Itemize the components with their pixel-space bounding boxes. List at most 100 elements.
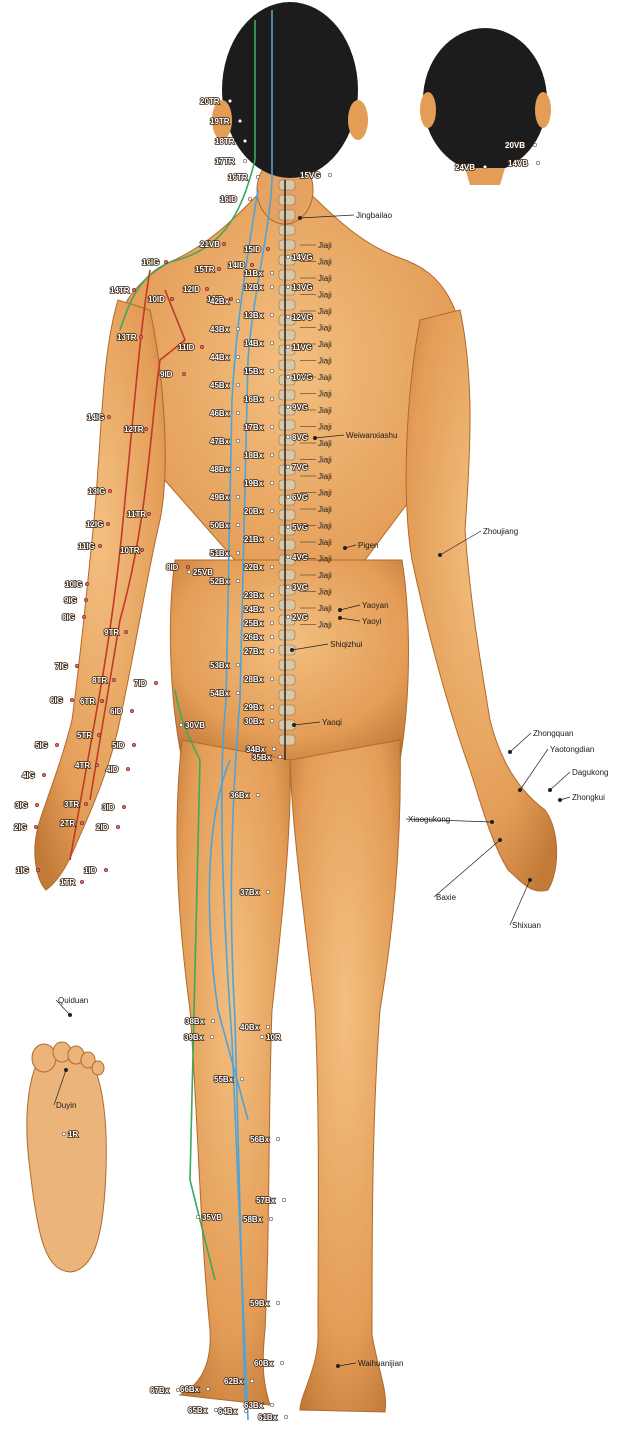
acupoint-dot bbox=[75, 664, 79, 668]
acupoint-dot bbox=[124, 630, 128, 634]
acupoint-dot bbox=[286, 495, 290, 499]
acupoint-dot bbox=[236, 355, 240, 359]
yaoqi-label: Yaoqi bbox=[322, 718, 342, 727]
point-label: 7ID bbox=[134, 679, 147, 688]
acupoint-dot bbox=[236, 299, 240, 303]
point-label: 15VG bbox=[300, 171, 320, 180]
right-ear bbox=[348, 100, 368, 140]
vertebra bbox=[279, 540, 295, 550]
acupoint-dot bbox=[126, 767, 130, 771]
foot-sole-inset bbox=[27, 1042, 106, 1272]
point-label: 14VB bbox=[508, 159, 528, 168]
acupoint-dot bbox=[270, 285, 274, 289]
point-label: 12TR bbox=[124, 425, 144, 434]
leader-dot bbox=[313, 436, 317, 440]
jiaji-label: Jiaji bbox=[318, 340, 332, 349]
vertebra bbox=[279, 450, 295, 460]
point-label: 28Bx bbox=[244, 675, 264, 684]
leader-line bbox=[510, 733, 531, 752]
point-label: 1R bbox=[68, 1130, 78, 1139]
point-label: 2IG bbox=[14, 823, 27, 832]
point-label: 25VB bbox=[193, 568, 213, 577]
acupoint-dot bbox=[272, 747, 276, 751]
acupoint-dot bbox=[210, 1035, 214, 1039]
acupoint-dot bbox=[176, 1388, 180, 1392]
acupoint-dot bbox=[132, 743, 136, 747]
point-label: 3ID bbox=[102, 803, 115, 812]
acupoint-dot bbox=[276, 1301, 280, 1305]
point-label: 11Bx bbox=[244, 269, 263, 278]
acupoint-dot bbox=[270, 1403, 274, 1407]
acupoint-dot bbox=[270, 537, 274, 541]
point-label: 51Bx bbox=[210, 549, 230, 558]
acupoint-dot bbox=[266, 247, 270, 251]
leader-dot bbox=[68, 1013, 72, 1017]
right-leg bbox=[290, 740, 400, 1412]
point-label: 10ID bbox=[148, 295, 165, 304]
acupoint-dot bbox=[286, 585, 290, 589]
acupoint-dot bbox=[108, 489, 112, 493]
leader-dot bbox=[343, 546, 347, 550]
acupoint-dot bbox=[270, 649, 274, 653]
point-label: 12IG bbox=[86, 520, 103, 529]
point-label: 9IG bbox=[64, 596, 77, 605]
point-label: 5IG bbox=[35, 741, 48, 750]
vertebra bbox=[279, 300, 295, 310]
acupoint-dot bbox=[236, 663, 240, 667]
acupoint-dot bbox=[250, 1379, 254, 1383]
leader-line bbox=[520, 749, 548, 790]
vertebra bbox=[279, 195, 295, 205]
point-label: 30VB bbox=[185, 721, 205, 730]
acupoint-dot bbox=[205, 287, 209, 291]
jiaji-label: Jiaji bbox=[318, 472, 332, 481]
yaotongdian-label: Yaotongdian bbox=[550, 745, 594, 754]
pigen-label: Pigen bbox=[358, 541, 378, 550]
point-label: 8TR bbox=[92, 676, 107, 685]
zhongkui-label: Zhongkui bbox=[572, 793, 605, 802]
point-label: 6ID bbox=[110, 707, 123, 716]
acupoint-dot bbox=[286, 465, 290, 469]
acupoint-dot bbox=[256, 793, 260, 797]
leader-dot bbox=[336, 1364, 340, 1368]
point-label: 65Bx bbox=[188, 1406, 208, 1415]
leader-dot bbox=[498, 838, 502, 842]
leader-dot bbox=[508, 750, 512, 754]
jiaji-label: Jiaji bbox=[318, 291, 332, 300]
jiaji-label: Jiaji bbox=[318, 439, 332, 448]
acupoint-dot bbox=[286, 405, 290, 409]
point-label: 52Bx bbox=[210, 577, 230, 586]
acupoint-dot bbox=[187, 570, 191, 574]
acupoint-dot bbox=[286, 525, 290, 529]
acupoint-dot bbox=[211, 1019, 215, 1023]
point-label: 10R bbox=[266, 1033, 281, 1042]
acupoint-dot bbox=[270, 341, 274, 345]
acupoint-dot bbox=[269, 1217, 273, 1221]
point-label: 9VG bbox=[292, 403, 308, 412]
acupoint-dot bbox=[270, 453, 274, 457]
acupoint-dot bbox=[34, 825, 38, 829]
acupoint-dot bbox=[42, 773, 46, 777]
acupoint-dot bbox=[107, 415, 111, 419]
point-label: 1TR bbox=[60, 878, 75, 887]
leader-dot bbox=[298, 216, 302, 220]
point-label: 5TR bbox=[77, 731, 92, 740]
point-label: 18TR bbox=[215, 137, 235, 146]
leader-dot bbox=[548, 788, 552, 792]
point-label: 62Bx bbox=[224, 1377, 244, 1386]
point-label: 5VG bbox=[292, 523, 308, 532]
point-label: 12Bx bbox=[244, 283, 264, 292]
acupoint-dot bbox=[100, 699, 104, 703]
point-label: 18Bx bbox=[244, 451, 264, 460]
acupoint-dot bbox=[132, 288, 136, 292]
point-label: 43Bx bbox=[210, 325, 230, 334]
zhoujiang-label: Zhoujiang bbox=[483, 527, 518, 536]
acupoint-dot bbox=[286, 255, 290, 259]
point-label: 3IG bbox=[15, 801, 28, 810]
acupoint-dot bbox=[270, 397, 274, 401]
acupoint-dot bbox=[270, 425, 274, 429]
point-label: 9TR bbox=[104, 628, 119, 637]
point-label: 13VG bbox=[292, 283, 312, 292]
vertebra bbox=[279, 240, 295, 250]
point-label: 67Bx bbox=[150, 1386, 170, 1395]
point-label: 1IG bbox=[16, 866, 29, 875]
